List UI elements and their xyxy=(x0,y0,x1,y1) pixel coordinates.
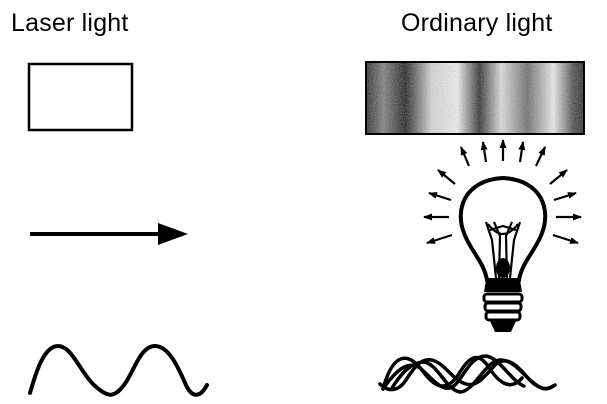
ordinary-beam-box xyxy=(365,61,585,135)
laser-sine-wave xyxy=(28,343,209,397)
ordinary-tangled-waves xyxy=(378,354,557,394)
right-arrow-icon xyxy=(30,223,188,245)
laser-light-heading: Laser light xyxy=(11,9,129,37)
laser-beam-box xyxy=(27,62,134,132)
light-bulb-icon xyxy=(423,139,582,332)
ordinary-light-heading: Ordinary light xyxy=(401,9,553,37)
